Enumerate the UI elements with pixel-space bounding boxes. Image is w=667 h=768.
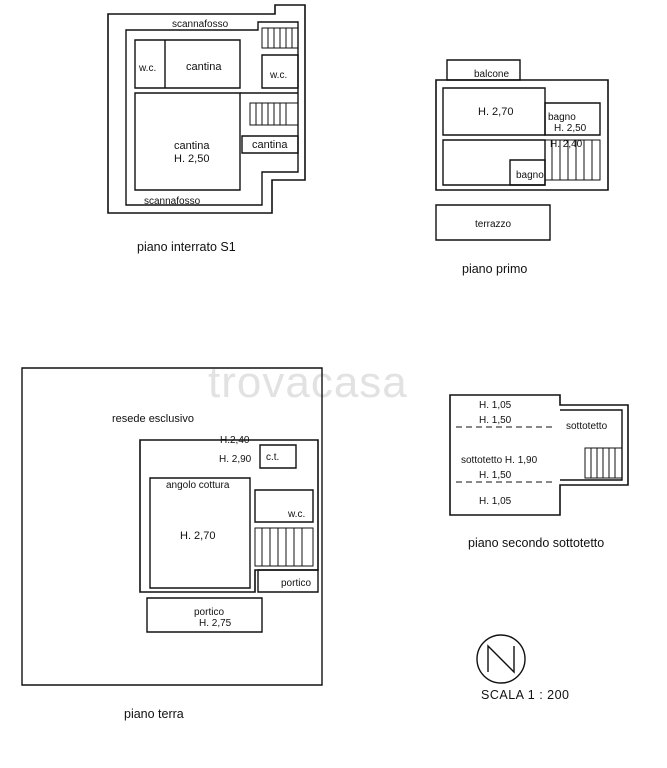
label-balcone: balcone (474, 69, 509, 80)
plan-interrato (107, 4, 306, 214)
label-h290: H. 2,90 (219, 454, 252, 465)
label-ct: c.t. (266, 452, 279, 463)
caption-secondo: piano secondo sottotetto (468, 536, 605, 550)
label-h105-top: H. 1,05 (479, 400, 512, 411)
caption-primo: piano primo (462, 262, 528, 276)
label-bagno-top: bagno (548, 112, 576, 123)
label-portico-height: H. 2,75 (199, 618, 232, 629)
label-h240: H.2,40 (220, 435, 250, 446)
label-cantina-top: cantina (186, 61, 222, 73)
label-sottotetto-right: sottotetto (566, 421, 608, 432)
plan-terra (21, 367, 323, 686)
label-height-cantina: H. 2,50 (174, 153, 209, 165)
north-arrow-icon (476, 634, 526, 684)
label-portico: portico (194, 607, 224, 618)
label-height-room: H. 2,70 (478, 106, 513, 118)
label-cantina-main: cantina (174, 140, 210, 152)
label-sottotetto-mid: sottotetto H. 1,90 (461, 455, 538, 466)
label-h105-bottom: H. 1,05 (479, 496, 512, 507)
label-terrazzo: terrazzo (475, 219, 512, 230)
label-height-stair: H. 2,40 (550, 139, 583, 150)
label-cantina-small: cantina (252, 139, 288, 151)
label-h150-bottom: H. 1,50 (479, 470, 512, 481)
plan-secondo (449, 394, 629, 516)
label-wc-left: w.c. (138, 63, 156, 74)
label-bagno-small: bagno (516, 170, 544, 181)
label-scannafosso-bottom: scannafosso (144, 196, 201, 207)
label-wc-terra: w.c. (287, 509, 305, 520)
label-height-bagno: H. 2,50 (554, 123, 587, 134)
plan-primo (435, 59, 609, 241)
caption-interrato: piano interrato S1 (137, 240, 236, 254)
label-height-terra: H. 2,70 (180, 530, 215, 542)
label-wc-right: w.c. (269, 70, 287, 81)
watermark: trovacasa (208, 358, 408, 407)
label-resede: resede esclusivo (112, 413, 194, 425)
label-portico-side: portico (281, 578, 311, 589)
scale-label: SCALA 1 : 200 (481, 688, 570, 702)
label-h150-top: H. 1,50 (479, 415, 512, 426)
label-scannafosso-top: scannafosso (172, 19, 229, 30)
label-angolo-cottura: angolo cottura (166, 480, 230, 491)
caption-terra: piano terra (124, 707, 184, 721)
